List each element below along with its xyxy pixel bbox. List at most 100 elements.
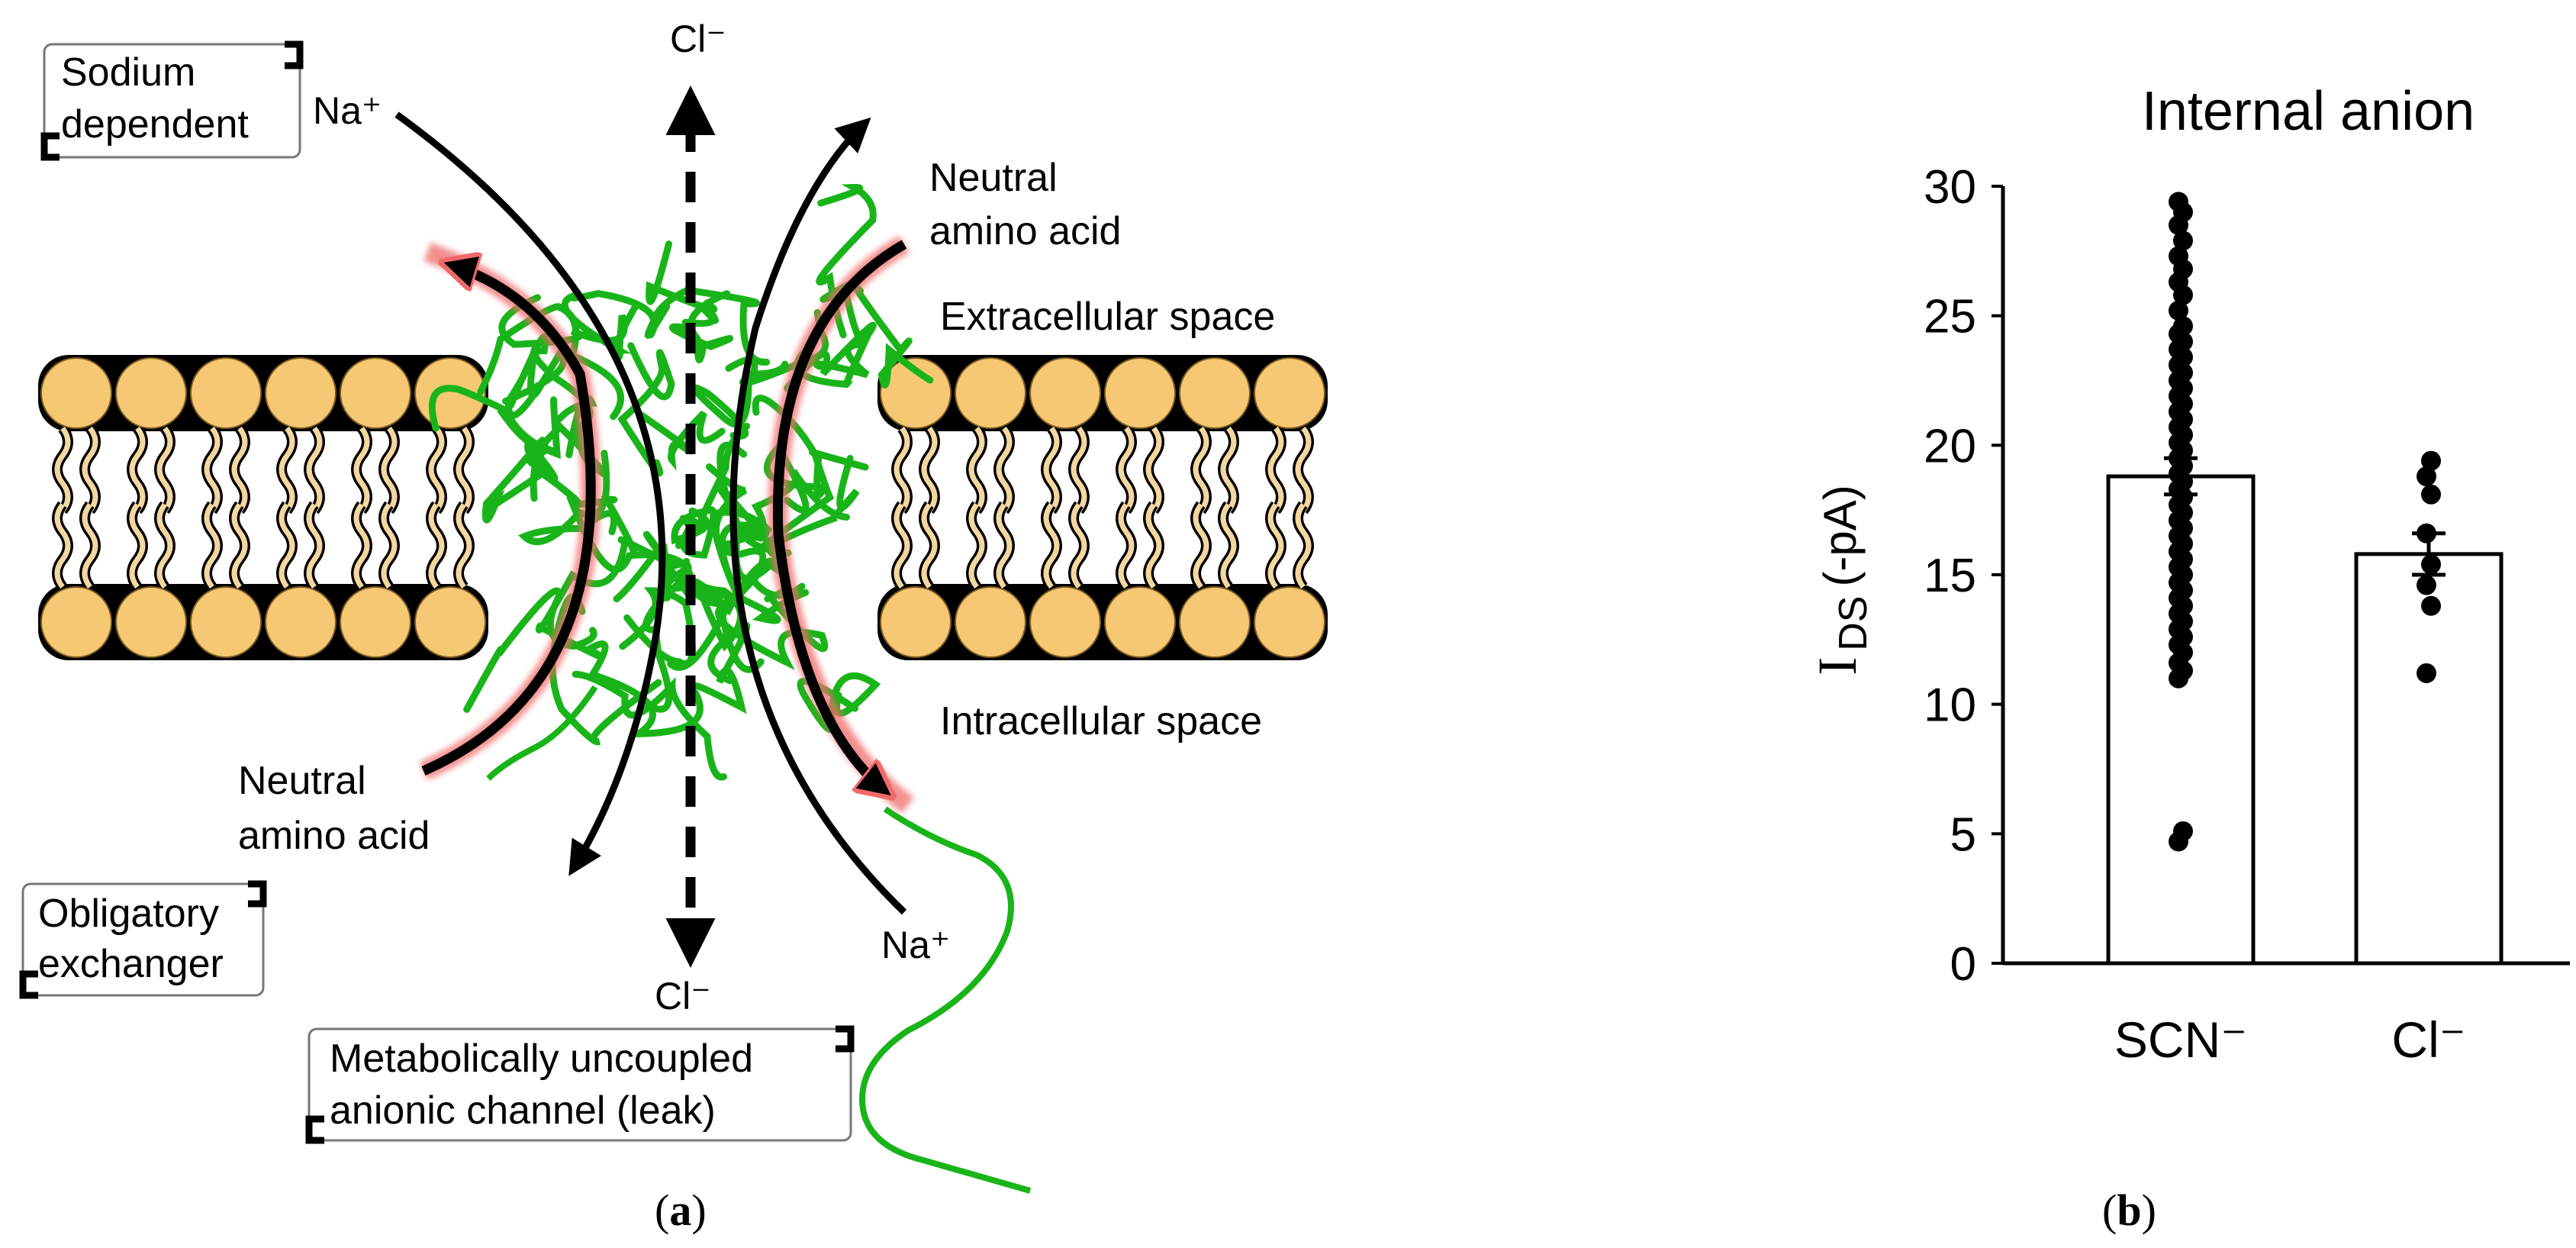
right-membrane-tail-0-1-1 [921,502,938,589]
left-membrane-tail-2-1-1 [231,502,248,589]
y-label-unit: (-pA) [1814,485,1866,586]
right-membrane-tail-2-1-1 [1071,502,1087,589]
y-tick-label: 25 [1924,291,1976,343]
left-membrane-tail-1-1-1 [156,502,173,589]
right-membrane-tail-2-1-0 [1071,426,1087,513]
protein-ribbon-segment [502,340,567,419]
left-membrane-tail-5-1-0 [456,426,472,513]
left-membrane-lipid-head-inner-1 [115,586,187,658]
left-membrane-lipid-head-outer-2 [190,357,262,429]
data-point [2173,821,2193,841]
right-membrane-lipid-head-outer-4 [1179,357,1251,429]
left-membrane-tail-5-0-0 [428,426,445,513]
data-point [2421,595,2441,616]
y-tick-label: 0 [1950,938,1976,991]
left-membrane-tail-1-0-0 [129,426,146,513]
right-membrane-lipid-head-inner-0 [880,586,952,658]
data-point [2417,523,2436,543]
protein-ribbon-segment [678,463,748,608]
chloride-bottom-label: Cl⁻ [655,975,711,1017]
chart-title: Internal anion [2142,81,2475,142]
left-membrane-tail-4-1-1 [381,502,398,589]
data-point [2169,300,2188,321]
y-tick-label: 15 [1924,550,1976,602]
protein-ribbon-segment [498,294,628,360]
intracellular-space-label: Intracellular space [940,699,1262,743]
left-membrane-lipid-head-inner-2 [190,586,262,658]
right-membrane-tail-0-0-0 [894,426,910,513]
right-membrane-lipid-head-inner-3 [1104,586,1176,658]
protein-tail-right [858,806,1032,1194]
right-membrane-lipid-head-outer-5 [1254,357,1325,429]
right-membrane-tail-5-1-0 [1295,426,1312,513]
right-membrane-tail-0-0-1 [894,502,910,589]
data-point [2169,192,2188,212]
sodium-dependent-line1: Sodium [61,50,195,95]
sodium-inward-arrow [394,111,666,876]
left-membrane-lipid-head-inner-4 [340,586,411,658]
left-membrane-tail-2-0-1 [204,502,221,589]
left-membrane-tail-4-0-0 [353,426,370,513]
protein-ribbon-segment [481,440,575,524]
protein-tail-left [486,685,598,781]
extracellular-space-label: Extracellular space [940,295,1275,339]
data-point [2169,246,2188,266]
sodium-outward-arrow [729,117,907,915]
right-membrane-tail-3-0-1 [1118,502,1135,589]
left-membrane-tail-3-1-0 [306,426,323,513]
sodium-dependent-box: Sodium dependent [40,40,304,161]
right-membrane-lipid-head-outer-3 [1104,357,1176,429]
panel-a-letter: a [669,1185,691,1235]
left-membrane-tail-2-1-0 [231,426,248,513]
data-point [2173,316,2193,337]
anionic-channel-line2: anionic channel (leak) [330,1088,716,1133]
amino-acid-outward-glow [419,242,601,780]
x-tick-label: Cl⁻ [2391,1011,2465,1068]
left-membrane-tail-4-1-0 [381,426,398,513]
neutral-amino-acid-bottom-line1: Neutral [238,759,366,803]
anionic-channel-line1: Metabolically uncoupled [330,1037,753,1081]
left-membrane-tail-0-0-0 [54,426,71,513]
right-membrane-tail-5-0-1 [1267,502,1284,589]
lipid-bilayer-right [877,355,1328,660]
right-membrane-tail-1-0-0 [968,426,985,513]
protein-ribbon-segment [764,441,869,514]
left-membrane-tail-3-0-1 [279,502,295,589]
amino-acid-inward-arrow [772,240,907,794]
right-membrane-tail-1-1-1 [996,502,1013,589]
panel-b-caption: (b) [2102,1185,2156,1235]
right-membrane-lipid-head-outer-2 [1029,357,1101,429]
data-point [2417,663,2436,683]
left-membrane-tail-5-0-1 [428,502,445,589]
neutral-amino-acid-top-line1: Neutral [929,156,1058,200]
lipid-bilayer-left [38,355,488,660]
y-tick-label: 30 [1924,161,1976,214]
right-membrane-tail-4-0-0 [1193,426,1209,513]
right-membrane-tail-2-0-0 [1043,426,1060,513]
right-membrane-lipid-head-outer-1 [955,357,1026,429]
amino-acid-outward-arrow [421,263,596,776]
anionic-channel-box: Metabolically uncoupled anionic channel … [305,1025,855,1144]
protein-ribbon-segment [477,303,624,421]
bar-1 [2354,552,2504,966]
right-membrane-tail-2-0-1 [1043,502,1060,589]
protein-ribbon-segment [733,469,850,556]
protein-ribbon-segment [535,427,638,559]
right-membrane-tail-5-0-0 [1267,426,1284,513]
y-tick-label: 10 [1924,679,1976,732]
neutral-amino-acid-bottom-line2: amino acid [238,814,430,858]
right-membrane-lipid-head-outer-0 [880,357,952,429]
left-membrane-tail-4-0-1 [353,502,370,589]
sodium-dependent-line2: dependent [61,102,249,147]
right-membrane-lipid-head-inner-1 [955,586,1026,658]
left-membrane-lipid-head-outer-1 [115,357,187,429]
bars [2106,474,2504,966]
right-membrane-lipid-head-inner-2 [1029,586,1101,658]
right-membrane-tail-1-1-0 [996,426,1013,513]
neutral-amino-acid-top-line2: amino acid [929,209,1121,253]
left-membrane-tail-0-0-1 [54,502,71,589]
